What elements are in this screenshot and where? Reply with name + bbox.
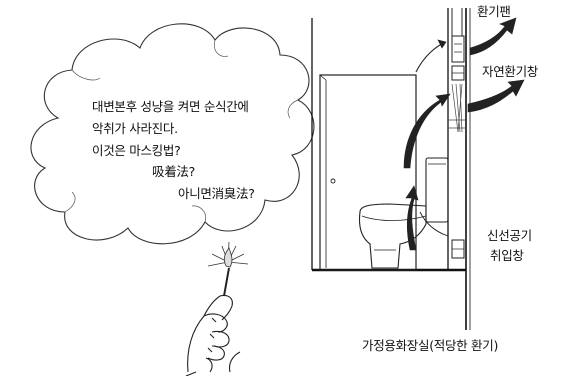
speech-line-1: 대변본후 성냥을 켜면 순식간에 [92,99,249,114]
thought-bubble [30,23,315,245]
toilet [358,157,449,269]
duct-hatching [448,83,466,133]
vent-fan [451,35,465,63]
bathroom-walls [311,8,471,330]
speech-line-4: 吸着法? [152,164,195,179]
fresh-air-intake-label-line-2: 취입창 [490,248,524,263]
fresh-air-arrow [405,185,419,251]
match-flame [207,241,249,268]
speech-line-3: 이것은 마스킹법? [92,143,181,158]
speech-line-2: 악취가 사라진다. [92,121,178,136]
diagram-caption: 가정용화장실(적당한 환기) [362,338,499,353]
thought-bubble-texture [64,39,299,223]
hand [185,294,241,376]
fan-exhaust-arrow [469,17,517,56]
room-rising-arrow [403,93,451,169]
fresh-air-intake-label-line-1: 신선공기 [487,228,532,243]
natural-vent-window-label: 자연환기창 [482,64,539,79]
intake-flow-arrow [419,211,449,237]
match-stick [223,267,230,297]
fresh-air-intake [451,239,465,259]
vent-exhaust-arrow [467,79,525,113]
speech-line-5: 아니면消臭法? [178,186,255,201]
natural-vent-window [451,65,465,81]
vent-fan-label: 환기팬 [477,4,511,19]
door [319,74,417,271]
airflow-arrows [403,17,525,251]
